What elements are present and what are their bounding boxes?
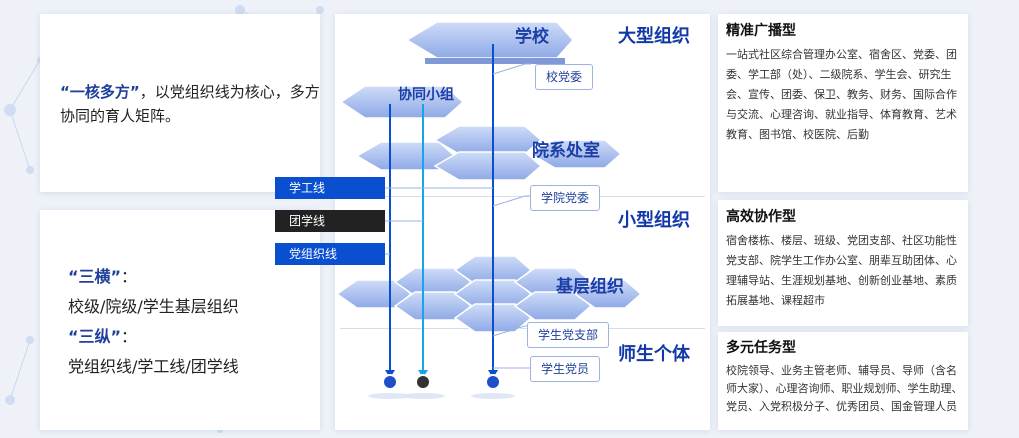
zong-colon: ： <box>121 327 138 346</box>
panel-broadcast-body: 一站式社区综合管理办公室、宿舍区、党委、团委、学工部（处）、二级院系、学生会、研… <box>726 48 957 141</box>
line-tag-tuanxue: 团学线 <box>275 210 385 232</box>
structure-description: “三横”： 校级/院级/学生基层组织 “三纵”： 党组织线/学工线/团学线 <box>68 262 308 382</box>
panel-collab-title: 高效协作型 <box>726 209 796 225</box>
zong-quote: “三纵” <box>68 327 122 346</box>
college-layer <box>355 125 623 181</box>
pill-school-party: 校党委 <box>535 64 594 90</box>
layer-label-collab: 协同小组 <box>398 87 454 103</box>
heng-quote: “三横” <box>68 267 122 286</box>
panel-collab-body: 宿舍楼栋、楼层、班级、党团支部、社区功能性党支部、院学生工作办公室、朋辈互助团体… <box>726 234 957 307</box>
collab-layer <box>339 85 465 119</box>
line-tag-dangzuzhi: 党组织线 <box>275 243 385 265</box>
tier-small: 小型组织 <box>618 210 690 231</box>
panel-diverse: 多元任务型 校院领导、业务主管老师、辅导员、导师（含名师大家）、心理咨询师、职业… <box>726 337 966 416</box>
layer-label-school: 学校 <box>515 27 549 47</box>
heng-text: 校级/院级/学生基层组织 <box>68 297 239 316</box>
core-text: ，以党组织线为核心，多方协同的育人矩阵。 <box>60 83 320 125</box>
pill-student-branch: 学生党支部 <box>527 322 610 348</box>
pill-student-member: 学生党员 <box>530 356 601 382</box>
layer-label-grassroots: 基层组织 <box>556 277 624 297</box>
tier-individual: 师生个体 <box>618 344 690 365</box>
zong-text: 党组织线/学工线/团学线 <box>68 357 239 376</box>
panel-broadcast-title: 精准广播型 <box>726 23 796 39</box>
line-tag-xuegong: 学工线 <box>275 177 385 199</box>
panel-card-broadcast <box>718 14 968 192</box>
panel-diverse-title: 多元任务型 <box>726 340 796 356</box>
tier-large: 大型组织 <box>618 26 690 47</box>
core-description: “一核多方”，以党组织线为核心，多方协同的育人矩阵。 <box>60 80 320 128</box>
panel-diverse-body: 校院领导、业务主管老师、辅导员、导师（含名师大家）、心理咨询师、职业规划师、学生… <box>726 364 963 413</box>
endpoint-orbs <box>368 374 515 399</box>
intro-card-structure <box>40 210 320 430</box>
panel-collab: 高效协作型 宿舍楼栋、楼层、班级、党团支部、社区功能性党支部、院学生工作办公室、… <box>726 206 966 311</box>
intro-card-core <box>40 14 320 192</box>
heng-colon: ： <box>121 267 138 286</box>
tier-separator-2 <box>340 328 705 329</box>
panel-broadcast: 精准广播型 一站式社区综合管理办公室、宿舍区、党委、团委、学工部（处）、二级院系… <box>726 20 966 145</box>
pill-college-party: 学院党委 <box>530 185 601 211</box>
panel-card-diverse <box>718 332 968 430</box>
organization-layers-diagram <box>335 21 643 399</box>
panel-card-collab <box>718 200 968 326</box>
core-quote: “一核多方” <box>60 83 140 101</box>
diagram-card <box>335 14 710 430</box>
layer-label-college: 院系处室 <box>532 141 600 161</box>
